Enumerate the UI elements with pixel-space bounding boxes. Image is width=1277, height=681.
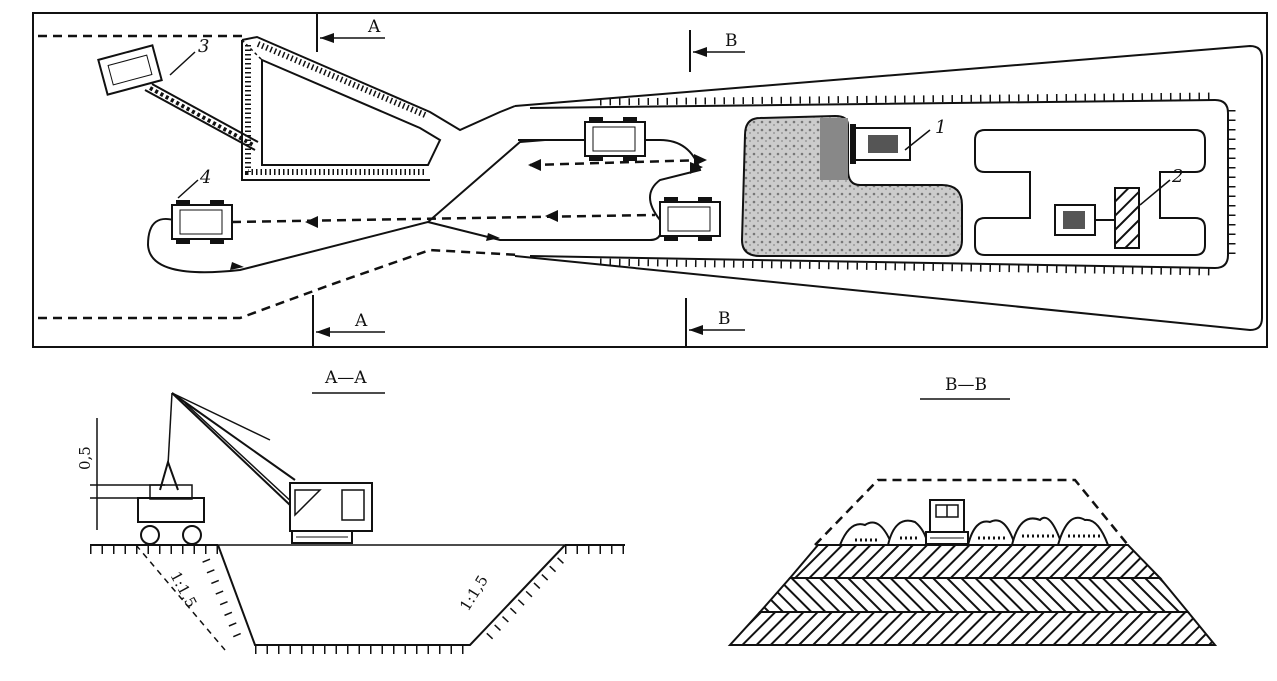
section-b-top: B: [689, 30, 745, 72]
compaction-track: [974, 129, 1206, 256]
route-arrow-2: [486, 233, 500, 241]
section-b-bottom: B: [685, 298, 745, 347]
haul-route: [146, 139, 702, 274]
machine-number-1: 1: [935, 117, 946, 138]
excavator-3-icon: 3: [97, 36, 259, 151]
section-aa-title: A—A: [324, 368, 367, 388]
return-route-dashed: [231, 213, 656, 224]
soil-piles: [838, 516, 1110, 546]
route-arrow: [230, 262, 244, 270]
section-aa: A—A 1:1,5 1:1,5 0,5: [76, 368, 625, 654]
truck-section-icon: [137, 458, 205, 545]
section-bb: B—B: [727, 375, 1218, 646]
roller-2-icon: 2: [1054, 166, 1183, 249]
bulldozer-1-icon: 1: [850, 117, 946, 164]
machine-number-3: 3: [198, 36, 209, 57]
section-a-bottom: A: [312, 295, 385, 347]
machine-number-4: 4: [199, 167, 211, 188]
section-a-top: A: [316, 13, 385, 52]
embankment-plan: [514, 44, 1263, 332]
machine-number-2: 2: [1171, 166, 1183, 187]
section-b-bottom-label: B: [718, 309, 731, 329]
plan-frame: [32, 12, 1268, 348]
height-label: 0,5: [76, 446, 94, 470]
slope-left-label: 1:1,5: [166, 568, 200, 610]
dump-truck-upper-icon: [584, 117, 646, 161]
dump-truck-lower-icon: [659, 197, 721, 241]
section-bb-title: B—B: [945, 375, 987, 395]
route-arrow-3: [690, 162, 703, 174]
soil-pile-area: [740, 114, 963, 257]
excavation-pit: [241, 35, 516, 181]
embankment-layers: [727, 544, 1218, 646]
trench-profile: [217, 544, 566, 646]
dragline-excavator-icon: [167, 392, 373, 544]
section-a-bottom-label: A: [354, 311, 368, 331]
plan-view: A A B B 3: [32, 12, 1268, 348]
slope-right-label: 1:1,5: [456, 572, 492, 614]
section-a-top-label: A: [367, 17, 381, 37]
shuttle-route-dashed: [529, 158, 706, 167]
section-b-top-label: B: [725, 31, 738, 51]
dump-truck-4-icon: 4: [171, 167, 233, 244]
bulldozer-section-icon: [925, 499, 969, 545]
design-profile: [814, 478, 1129, 546]
